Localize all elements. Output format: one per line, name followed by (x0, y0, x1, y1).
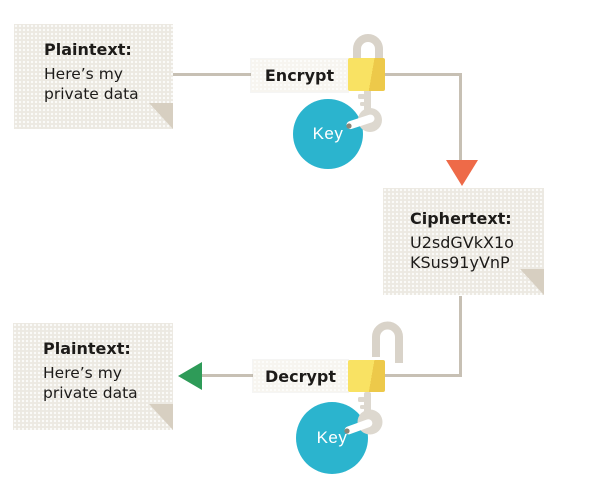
card-heading: Plaintext: (44, 40, 132, 59)
folded-corner (149, 404, 173, 430)
decrypt-box: Decrypt (253, 360, 348, 392)
card-heading: Ciphertext: (410, 209, 512, 228)
key-label: Key (312, 124, 344, 143)
card-text-line: U2sdGVkX1o (410, 233, 514, 252)
padlock-open-icon (372, 321, 403, 363)
decrypt-label: Decrypt (264, 366, 337, 386)
padlock-body-encrypt (348, 58, 385, 91)
card-text-line: private data (43, 384, 138, 402)
encrypt-box: Encrypt (251, 59, 348, 92)
folded-corner (149, 103, 173, 129)
encrypt-label: Encrypt (264, 66, 335, 85)
flow-line-ciphertext-down (459, 296, 462, 377)
arrow-left-icon (178, 362, 202, 390)
ciphertext-card: Ciphertext: U2sdGVkX1o KSus91yVnP (383, 188, 544, 295)
card-text-line: private data (44, 85, 139, 103)
flow-line-encrypt-down (459, 73, 462, 162)
padlock-body-decrypt (348, 360, 385, 392)
card-heading: Plaintext: (43, 339, 131, 358)
card-text-line: KSus91yVnP (410, 253, 510, 272)
arrow-down-icon (446, 160, 478, 186)
plaintext-card-top: Plaintext: Here’s my private data (14, 24, 173, 129)
key-badge-bottom: Key (296, 402, 368, 474)
key-icon (344, 392, 383, 435)
key-icon (346, 88, 382, 132)
key-label: Key (316, 428, 348, 447)
card-text-line: Here’s my (43, 364, 122, 382)
padlock-closed-icon (353, 34, 383, 64)
key-badge-top: Key (293, 99, 363, 169)
plaintext-card-bottom: Plaintext: Here’s my private data (13, 323, 173, 430)
card-text-line: Here’s my (44, 65, 123, 83)
